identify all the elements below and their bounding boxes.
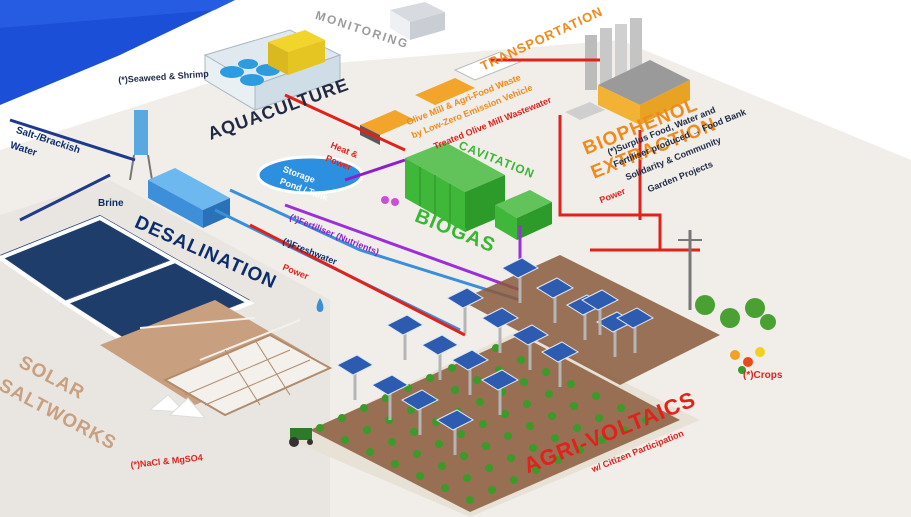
tractor	[289, 428, 313, 447]
crop-plant	[642, 416, 650, 424]
sea-water	[0, 0, 235, 105]
crop-plant	[492, 344, 500, 352]
transport-trucks	[360, 51, 522, 145]
crop-plant	[451, 386, 459, 394]
pv-panel	[370, 374, 410, 396]
pv-panel	[400, 389, 440, 411]
crop-plant	[476, 398, 484, 406]
crop-field	[290, 255, 720, 517]
pv-panel	[335, 354, 375, 376]
crop-plant	[548, 412, 556, 420]
salt-piles	[148, 394, 207, 419]
label-brine: Brine	[98, 198, 124, 209]
crop-plant	[551, 434, 559, 442]
pv-panel	[420, 334, 460, 356]
crop-plant	[595, 414, 603, 422]
biogas-bubble-icon	[391, 198, 399, 206]
crop-plant	[466, 496, 474, 504]
crop-plant	[360, 404, 368, 412]
crop-plant	[567, 380, 575, 388]
crop-plant	[316, 424, 324, 432]
biogas-bubble-icon	[381, 196, 389, 204]
utility-pole	[678, 230, 702, 310]
pv-panel	[480, 307, 520, 329]
label-crops: (*)Crops	[743, 370, 783, 381]
crop-plant	[382, 394, 390, 402]
crop-plant	[448, 364, 456, 372]
crop-plant	[473, 376, 481, 384]
crop-plant	[460, 452, 468, 460]
pv-panel	[580, 289, 620, 311]
crop-plant	[554, 456, 562, 464]
crop-plant	[413, 450, 421, 458]
crop-plant	[410, 428, 418, 436]
crop-plant	[391, 460, 399, 468]
salt-ponds	[0, 215, 333, 417]
desalination-container	[148, 168, 230, 228]
droplet-icon	[316, 298, 324, 312]
flow-lines	[9, 58, 700, 337]
crop-plant	[479, 420, 487, 428]
crop-plant	[416, 472, 424, 480]
pv-panel	[480, 369, 520, 391]
pv-panel	[615, 307, 655, 329]
crop-plant	[338, 414, 346, 422]
crop-plant	[501, 410, 509, 418]
produce	[730, 347, 765, 374]
crop-plant	[517, 356, 525, 364]
monitoring-station	[390, 2, 445, 40]
crop-plant	[426, 374, 434, 382]
crop-plant	[435, 440, 443, 448]
crop-plant	[363, 426, 371, 434]
pv-panel	[535, 277, 575, 299]
crop-plant	[529, 444, 537, 452]
crop-plant	[620, 426, 628, 434]
crop-plant	[482, 442, 490, 450]
crop-plant	[407, 406, 415, 414]
crop-plant	[463, 474, 471, 482]
crop-plant	[485, 464, 493, 472]
greenhouse	[203, 29, 342, 111]
crop-plant	[526, 422, 534, 430]
pv-panel	[385, 314, 425, 336]
crop-plant	[598, 436, 606, 444]
pv-panel	[450, 349, 490, 371]
crop-plant	[488, 486, 496, 494]
crop-plant	[504, 432, 512, 440]
pv-panel	[540, 341, 580, 363]
crop-plant	[542, 368, 550, 376]
crop-plant	[573, 424, 581, 432]
crop-plant	[520, 378, 528, 386]
pv-panel	[445, 287, 485, 309]
pv-panel	[500, 257, 540, 279]
crop-rows	[316, 344, 650, 504]
sea-waves	[0, 0, 235, 28]
crop-plant	[545, 390, 553, 398]
crop-plant	[507, 454, 515, 462]
crop-plant	[441, 484, 449, 492]
biophenol-factory	[565, 18, 690, 125]
biogas-containers	[405, 142, 552, 240]
crop-plant	[438, 462, 446, 470]
crop-plant	[510, 476, 518, 484]
crop-plant	[523, 400, 531, 408]
crop-plant	[617, 404, 625, 412]
crop-plant	[388, 438, 396, 446]
pv-panel	[510, 324, 550, 346]
crop-plant	[592, 392, 600, 400]
orchard-trees	[695, 295, 776, 330]
crop-plant	[366, 448, 374, 456]
crop-plant	[576, 446, 584, 454]
crop-plant	[570, 402, 578, 410]
crop-plant	[341, 436, 349, 444]
crop-plant	[532, 466, 540, 474]
crop-plant	[457, 430, 465, 438]
pv-panel	[435, 409, 475, 431]
pv-panels	[335, 257, 655, 455]
